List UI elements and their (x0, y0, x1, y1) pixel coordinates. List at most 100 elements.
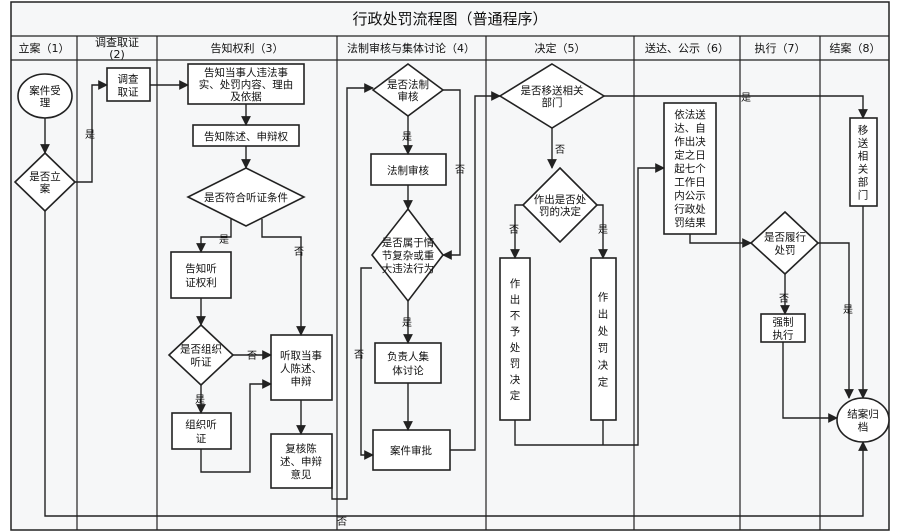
edge-label-organize-no: 否 (247, 350, 257, 362)
edge-label-organize-yes: 是 (195, 394, 205, 406)
node-label-n3-line-1: 调查 (118, 73, 139, 86)
node-label-n21-line-7: 内公示 (674, 189, 706, 202)
node-label-n20-line-5: 决 (598, 360, 609, 372)
edge-no-penalty-to-service (514, 163, 665, 446)
node-notify-facts (187, 63, 305, 105)
node-label-n18-line-1: 作出是否处 (534, 193, 587, 206)
node-label-n4-line-1: 告知当事人违法事 (204, 66, 288, 79)
node-label-n21-line-9: 罚结果 (674, 216, 706, 229)
node-label-n20-line-6: 定 (598, 376, 609, 389)
edge-label-file-yes: 是 (85, 129, 95, 141)
node-label-n22-line-2: 处罚 (775, 245, 796, 257)
edge-label-legal-no: 否 (455, 164, 465, 176)
node-label-n1-line-1: 案件受 (29, 84, 61, 97)
node-label-n19-line-2: 出 (510, 293, 521, 306)
node-label-n23-line-1: 强制 (773, 316, 794, 329)
node-label-n22-line-1: 是否履行 (764, 231, 806, 244)
edge-hearing-check-no (261, 219, 306, 336)
edge-label-hearing-yes: 是 (219, 234, 229, 246)
edge-label-complex-no: 否 (354, 349, 364, 361)
lane-header-1: 立案（1） (19, 41, 70, 55)
edge-hearing-check-yes (196, 219, 232, 253)
node-case-approval (372, 429, 451, 471)
node-label-n14-line-2: 节复杂或重 (382, 249, 435, 262)
node-label-n14-line-1: 是否属于情 (382, 236, 435, 249)
edge-performance-yes (818, 242, 854, 399)
node-label-n20-line-3: 处 (598, 326, 609, 338)
node-label-n19-line-1: 作 (510, 278, 521, 290)
node-label-n21-line-8: 行政处 (674, 203, 706, 216)
edge-label-transfer-no: 否 (555, 144, 565, 156)
edges (40, 80, 868, 517)
node-label-n19-line-5: 处 (510, 342, 521, 354)
node-label-n11-line-1: 复核陈 (285, 442, 317, 455)
node-label-n4-line-2: 实、处罚内容、理由 (199, 78, 294, 91)
node-label-n21-line-1: 依法送 (674, 108, 706, 121)
edge-label-hearing-no: 否 (294, 246, 304, 258)
node-label-n9-line-1: 组织听 (185, 418, 217, 431)
node-label-n3-line-2: 取证 (118, 87, 139, 99)
edge-transfer-yes (604, 95, 868, 119)
node-label-n20-line-2: 出 (598, 308, 609, 321)
node-label-n16-line-1: 案件审批 (390, 444, 432, 457)
edge-label-penalty-no: 否 (509, 224, 519, 236)
node-penalty-decision (521, 166, 599, 244)
node-label-n12-line-2: 审核 (398, 90, 419, 103)
node-label-n9-line-2: 证 (196, 433, 207, 445)
lane-header-5: 决定（5） (535, 41, 586, 55)
edge-label-legal-yes: 是 (402, 131, 412, 143)
node-label-n10-line-3: 申辩 (291, 375, 312, 388)
node-label-n21-line-5: 起七个 (674, 163, 706, 175)
node-label-n13-line-1: 法制审核 (387, 164, 429, 177)
edge-review-to-legal-check (331, 83, 374, 500)
lane-header-3: 告知权利（3） (211, 41, 284, 55)
node-label-n7-line-1: 告知听 (185, 262, 217, 275)
node-label-n12-line-1: 是否法制 (387, 78, 429, 91)
node-label-n6-line-1: 是否符合听证条件 (204, 191, 288, 204)
node-label-n24-line-5: 部 (858, 176, 869, 189)
node-label-n21-line-6: 工作日 (674, 177, 706, 189)
node-label-n17-line-1: 是否移送相关 (521, 84, 584, 97)
node-label-n17-line-2: 部门 (542, 96, 563, 109)
edge-label-performance-yes: 是 (843, 304, 853, 316)
node-label-n1-line-2: 理 (40, 97, 51, 109)
edge-service-to-performance (689, 234, 752, 248)
node-notify-hearing-right (170, 251, 232, 299)
node-label-n24-line-2: 送 (858, 137, 869, 150)
node-label-n19-line-6: 罚 (510, 358, 521, 370)
node-review-statements (270, 433, 333, 489)
node-label-n19-line-3: 不 (510, 310, 521, 322)
node-label-n4-line-3: 及依据 (230, 90, 262, 103)
node-label-n24-line-4: 关 (858, 163, 869, 176)
lane-header-6: 送达、公示（6） (645, 41, 729, 55)
node-label-n8-line-1: 是否组织 (180, 343, 222, 356)
node-label-n24-line-6: 门 (858, 189, 869, 202)
node-label-n7-line-2: 证权利 (185, 276, 217, 289)
lane-header-4: 法制审核与集体讨论（4） (347, 41, 475, 55)
node-label-n2-line-1: 是否立 (29, 170, 61, 183)
lane-header-2: 调查取证 (95, 35, 139, 49)
lane-header-2-number: (2) (109, 48, 125, 61)
diagram-title: 行政处罚流程图（普通程序） (352, 10, 547, 28)
edge-label-penalty-yes: 是 (598, 224, 608, 236)
edge-label-complex-yes: 是 (402, 317, 412, 329)
node-label-n10-line-1: 听取当事 (280, 349, 322, 362)
edge-penalty-check-no (510, 204, 523, 259)
lane-headers: 立案（1） 调查取证 (2) 告知权利（3） 法制审核与集体讨论（4） 决定（5… (19, 35, 881, 61)
edge-label-file-no: 否 (337, 516, 347, 528)
node-label-n5-line-1: 告知陈述、申辩权 (204, 130, 288, 143)
edge-approval-to-transfer-check (450, 91, 501, 451)
lane-header-7: 执行（7） (755, 41, 806, 55)
node-label-n20-line-1: 作 (598, 292, 609, 304)
node-collective-discussion (374, 342, 442, 384)
lane-header-8: 结案（8） (830, 41, 881, 55)
node-hear-statements (270, 334, 333, 401)
node-label-n2-line-2: 案 (40, 182, 51, 195)
node-label-n8-line-2: 听证 (191, 357, 212, 369)
node-label-n19-line-4: 予 (510, 326, 521, 338)
node-label-n21-line-2: 达、自 (674, 122, 706, 135)
lane-dividers (76, 36, 821, 530)
node-label-n15-line-1: 负责人集 (387, 350, 429, 363)
edge-complex-no (360, 267, 374, 460)
